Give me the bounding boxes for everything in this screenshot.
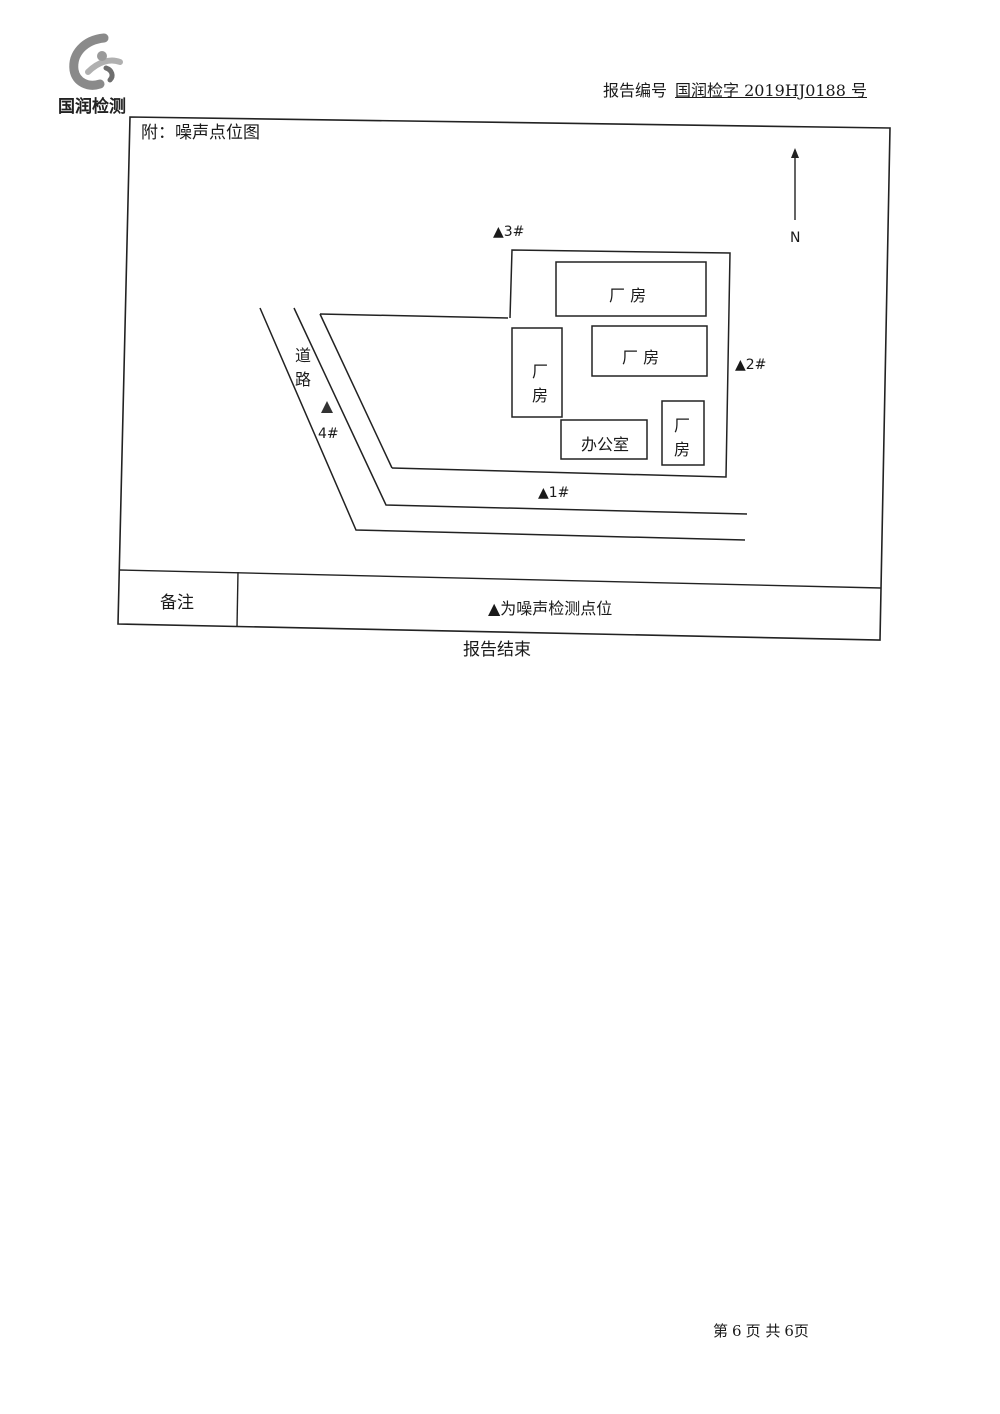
noise-point-4-marker <box>321 401 333 413</box>
logo-mark-icon <box>69 33 123 90</box>
site-boundary <box>391 249 731 478</box>
building-office <box>560 419 648 460</box>
figure-caption: 附：噪声点位图 <box>141 123 260 143</box>
label-factory-left: 厂房 <box>531 362 548 405</box>
remark-label: 备注 <box>160 593 194 613</box>
building-factory-mid <box>591 325 708 377</box>
remark-column-divider <box>236 571 239 628</box>
building-factory-top <box>555 261 707 317</box>
remark-row-divider <box>118 569 882 589</box>
road-inner-edge <box>319 313 393 469</box>
building-factory-left <box>511 327 563 418</box>
site-boundary-north-road <box>319 313 509 319</box>
road-edge-outer <box>259 307 746 541</box>
report-number: 报告编号国润检字 2019HJ0188 号 <box>603 77 867 101</box>
building-factory-right <box>661 400 705 466</box>
noise-point-3: ▲3# <box>493 224 525 240</box>
road-edge-mid <box>293 307 748 515</box>
label-office: 办公室 <box>581 435 630 454</box>
remark-value: ▲为噪声检测点位 <box>488 599 613 618</box>
noise-point-2: ▲2# <box>735 357 767 373</box>
report-end: 报告结束 <box>463 640 531 660</box>
report-number-value: 国润检字 2019HJ0188 号 <box>675 81 867 100</box>
page-number: 6 <box>732 1322 742 1340</box>
label-factory-top: 厂 房 <box>609 286 647 305</box>
noise-point-1: ▲1# <box>538 485 570 501</box>
road-label: 道路 <box>294 346 311 389</box>
table-frame <box>117 116 891 641</box>
label-factory-mid: 厂 房 <box>622 348 660 367</box>
logo-text: 国润检测 <box>58 97 126 117</box>
page-prefix: 第 <box>713 1322 729 1340</box>
label-factory-right: 厂房 <box>673 416 690 459</box>
north-label: N <box>790 230 801 246</box>
page-total: 6页 <box>784 1322 809 1340</box>
page-mid: 页 共 <box>745 1322 781 1340</box>
report-number-label: 报告编号 <box>603 81 668 100</box>
north-arrow-head <box>791 148 799 158</box>
company-logo: 国润检测 <box>58 32 138 117</box>
noise-point-4: 4# <box>318 426 339 442</box>
